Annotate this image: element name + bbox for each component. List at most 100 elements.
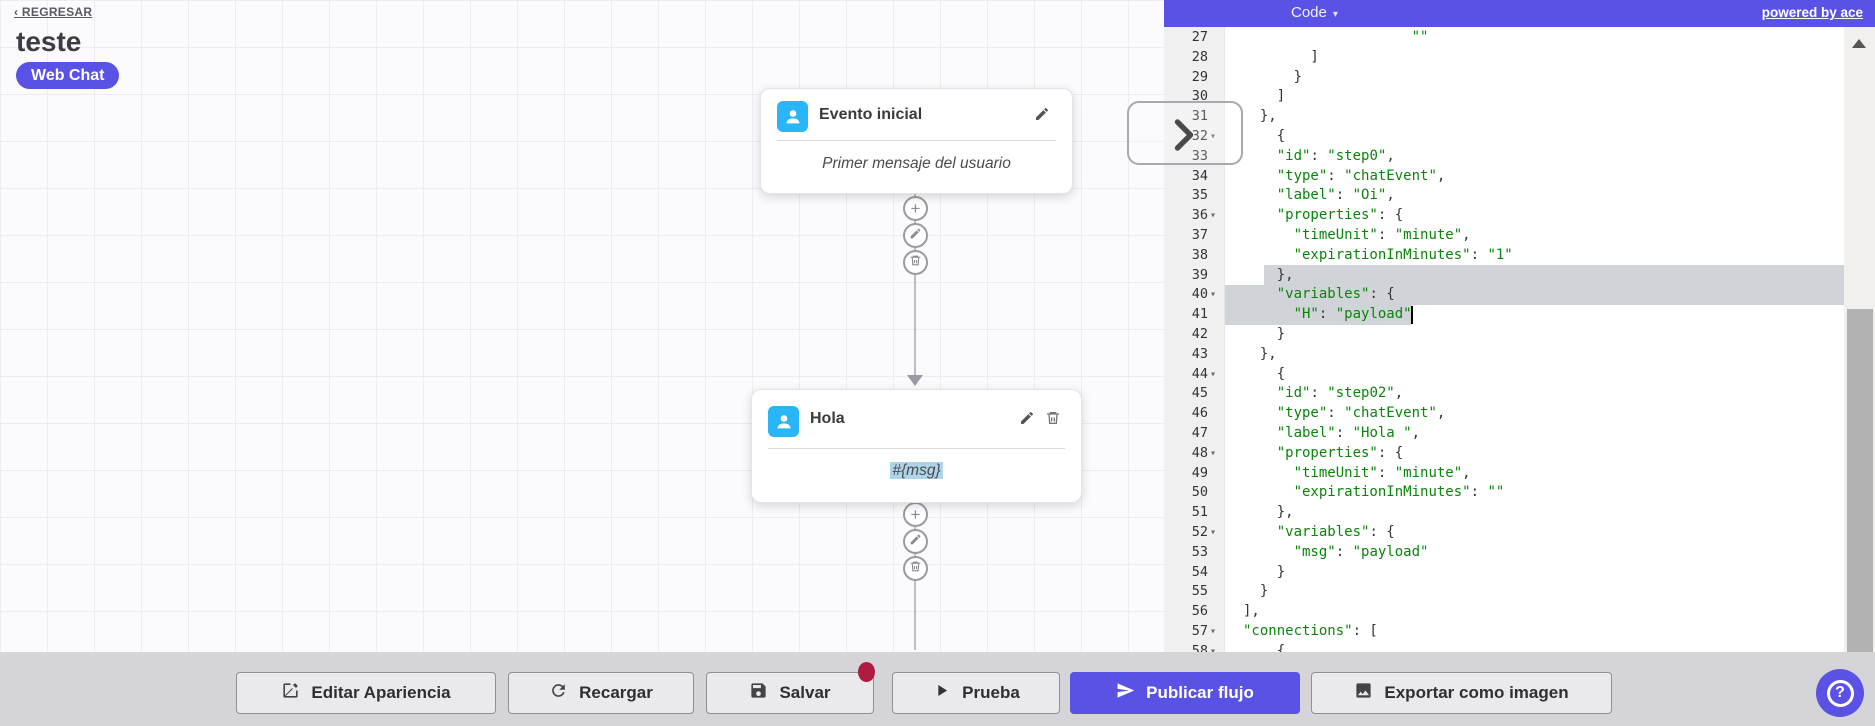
code-line[interactable]: "label": "Hola ", [1276, 425, 1421, 441]
editor-scrollbar[interactable] [1844, 27, 1875, 652]
node-body-text: #{msg} [752, 462, 1081, 480]
powered-by-ace-link[interactable]: powered by ace [1761, 5, 1863, 20]
code-line[interactable]: "timeUnit": "minute", [1293, 464, 1471, 481]
variable-chip: #{msg} [890, 462, 943, 479]
scroll-up-icon[interactable] [1852, 39, 1866, 48]
add-step-button[interactable]: + [903, 196, 928, 221]
code-line[interactable]: "properties": { [1276, 444, 1404, 461]
code-line[interactable]: ] [1243, 88, 1286, 105]
fold-toggle-icon[interactable]: ▾ [1210, 626, 1217, 637]
code-line[interactable]: "msg": "payload" [1293, 543, 1429, 560]
code-line[interactable]: { [1243, 128, 1286, 144]
fold-toggle-icon[interactable]: ▾ [1210, 289, 1217, 301]
gutter-line: 40▾ [1164, 285, 1225, 305]
code-line[interactable]: { [1243, 365, 1286, 382]
node-divider [777, 140, 1056, 141]
edit-edge-button[interactable] [903, 529, 928, 554]
code-line[interactable]: }, [1243, 108, 1277, 125]
edit-edge-button[interactable] [903, 223, 928, 248]
code-line[interactable]: } [1243, 326, 1286, 342]
code-line[interactable]: } [1243, 583, 1269, 600]
code-line[interactable]: "id": "step02", [1276, 385, 1404, 402]
code-line[interactable]: { [1243, 642, 1286, 652]
code-line[interactable]: }, [1243, 266, 1294, 283]
edit-node-button[interactable] [1034, 106, 1052, 124]
mode-dropdown[interactable]: Code▾ [1291, 4, 1338, 21]
reload-button[interactable]: Recargar [508, 672, 694, 714]
gutter-line: 56 [1191, 603, 1208, 620]
code-line[interactable]: "label": "Oi", [1276, 187, 1395, 204]
edit-appearance-button[interactable]: Editar Apariencia [236, 672, 496, 714]
delete-edge-button[interactable] [903, 250, 928, 275]
code-line[interactable]: }, [1243, 345, 1277, 362]
node-header: Evento inicial [761, 89, 1072, 140]
gutter-line: 34 [1191, 167, 1208, 184]
node-title: Hola [810, 410, 845, 427]
code-line[interactable]: "properties": { [1276, 207, 1404, 224]
code-line[interactable]: "expirationInMinutes": "1" [1293, 246, 1513, 263]
code-line[interactable]: ] [1243, 48, 1319, 65]
test-button[interactable]: Prueba [892, 672, 1060, 714]
button-label: Prueba [962, 683, 1020, 702]
gutter-line: 53 [1191, 543, 1208, 560]
code-line[interactable]: "variables": { [1276, 524, 1395, 540]
code-line[interactable]: "connections": [ [1243, 623, 1378, 639]
code-line[interactable]: "H": "payload" [1293, 306, 1412, 323]
code-line[interactable]: } [1243, 563, 1286, 580]
flow-node-hola[interactable]: Hola #{msg} [751, 389, 1082, 503]
fold-toggle-icon[interactable]: ▾ [1210, 131, 1217, 142]
collapse-panel-button[interactable] [1127, 101, 1243, 165]
save-button[interactable]: Salvar [706, 672, 874, 714]
text-cursor [1411, 306, 1413, 324]
node-header: Hola [752, 390, 1081, 448]
gutter-line: 51 [1191, 504, 1208, 521]
delete-node-button[interactable] [1045, 410, 1063, 428]
gutter-line: 58▾ [1164, 642, 1225, 652]
gutter-line: 44▾ [1164, 365, 1225, 385]
question-mark-icon: ? [1826, 679, 1854, 707]
gutter-line: 28 [1191, 48, 1208, 65]
publish-flow-button[interactable]: Publicar flujo [1070, 672, 1300, 714]
export-image-button[interactable]: Exportar como imagen [1311, 672, 1612, 714]
button-label: Editar Apariencia [311, 683, 451, 702]
gutter-line: 39 [1191, 266, 1208, 283]
plus-icon: + [910, 199, 921, 218]
edit-node-button[interactable] [1019, 410, 1037, 428]
help-button[interactable]: ? [1816, 669, 1864, 717]
chevron-down-icon: ▾ [1332, 9, 1338, 20]
fold-toggle-icon[interactable]: ▾ [1210, 527, 1217, 538]
button-label: Salvar [779, 683, 831, 702]
gutter-line: 57▾ [1164, 622, 1225, 642]
code-line[interactable]: } [1243, 68, 1303, 85]
fold-toggle-icon[interactable]: ▾ [1210, 210, 1217, 222]
code-line[interactable]: "timeUnit": "minute", [1293, 227, 1471, 243]
code-line[interactable]: "variables": { [1276, 286, 1395, 303]
channel-badge: Web Chat [16, 62, 120, 89]
play-icon [932, 681, 951, 705]
add-step-button[interactable]: + [903, 502, 928, 527]
code-line[interactable]: }, [1243, 504, 1294, 521]
gutter-line: 27 [1191, 29, 1208, 45]
code-line[interactable]: "" [1411, 29, 1429, 45]
code-line[interactable]: ], [1243, 603, 1260, 620]
gutter-line: 54 [1191, 563, 1208, 580]
flow-canvas[interactable]: ‹ REGRESAR teste Web Chat + + [0, 0, 1164, 652]
code-line[interactable]: "id": "step0", [1276, 147, 1395, 164]
fold-toggle-icon[interactable]: ▾ [1210, 447, 1217, 459]
delete-edge-button[interactable] [903, 556, 928, 581]
scrollbar-thumb[interactable] [1847, 309, 1873, 652]
fold-toggle-icon[interactable]: ▾ [1210, 645, 1217, 652]
user-icon [777, 101, 808, 132]
gutter-line: 45 [1191, 385, 1208, 402]
button-label: Exportar como imagen [1384, 683, 1569, 702]
code-line[interactable]: "type": "chatEvent", [1276, 405, 1446, 422]
flow-node-evento-inicial[interactable]: Evento inicial Primer mensaje del usuari… [760, 88, 1073, 194]
fold-toggle-icon[interactable]: ▾ [1210, 368, 1217, 380]
code-line[interactable]: "type": "chatEvent", [1276, 167, 1446, 184]
back-link[interactable]: ‹ REGRESAR [14, 5, 93, 19]
gutter-line: 42 [1191, 326, 1208, 342]
code-line[interactable]: "expirationInMinutes": "" [1293, 484, 1505, 501]
save-icon [749, 681, 768, 705]
